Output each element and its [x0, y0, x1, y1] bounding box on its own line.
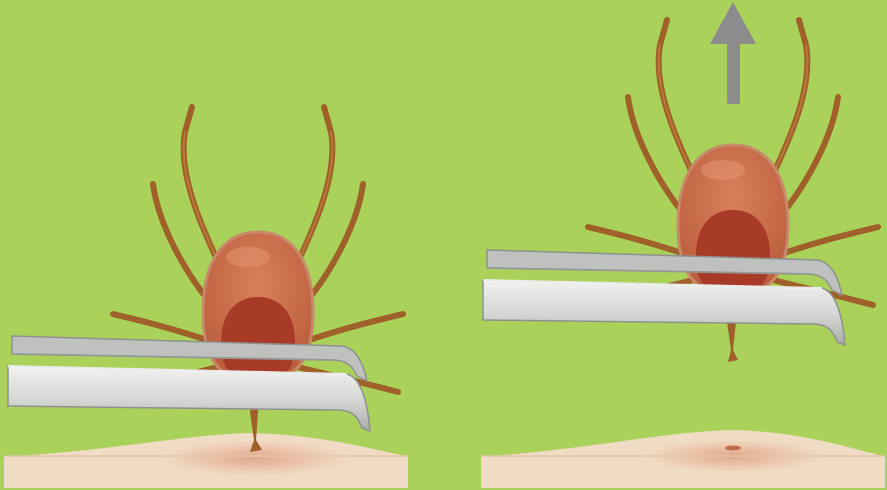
- tweezers-right: [483, 250, 845, 345]
- panel-grasp-tick: [4, 107, 408, 488]
- bite-mark: [725, 446, 741, 451]
- arrow-up-icon: [710, 2, 756, 104]
- panel-pull-upward: [481, 2, 885, 488]
- tweezers-left: [8, 336, 370, 431]
